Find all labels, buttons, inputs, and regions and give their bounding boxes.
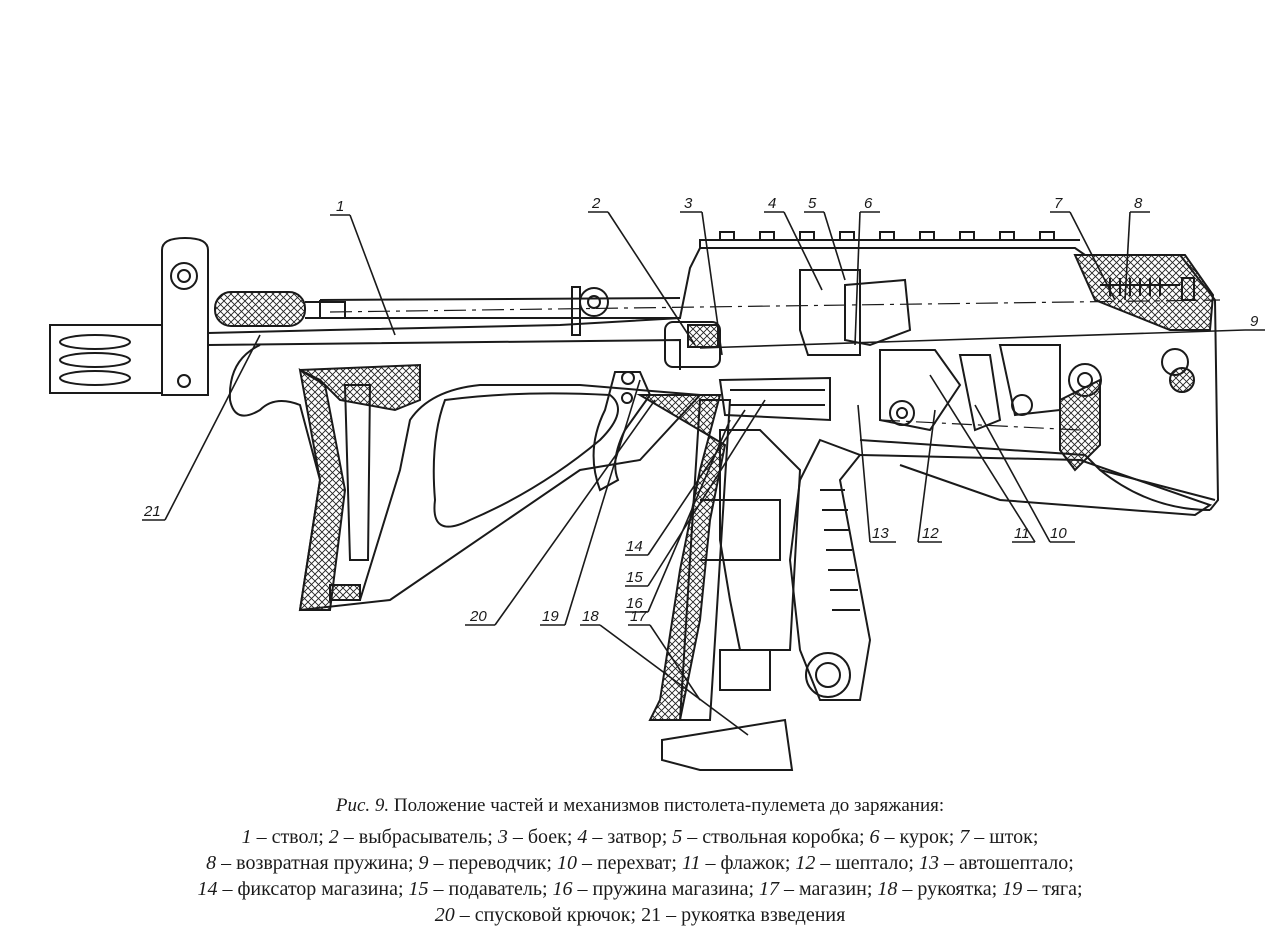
callout-13: 13 — [872, 525, 889, 542]
rear-body — [859, 378, 1213, 517]
legend-text: – тяга; — [1022, 878, 1083, 900]
legend-text: – боек; — [507, 826, 578, 848]
callout-4: 4 — [768, 195, 776, 212]
legend-number: 5 — [672, 826, 683, 848]
legend-line: 1 – ствол; 2 – выбрасыватель; 3 – боек; … — [0, 826, 1280, 849]
legend-text: – затвор; — [587, 826, 673, 848]
callout-16: 16 — [626, 595, 643, 612]
legend-number: 14 — [197, 878, 218, 900]
legend-text: – магазин; — [779, 878, 878, 900]
legend-text: – ствол; — [251, 826, 329, 848]
receiver — [207, 231, 1221, 511]
front-sight — [161, 236, 209, 396]
callout-1: 1 — [336, 198, 344, 215]
callout-20: 20 — [469, 608, 487, 625]
legend-number: 15 — [408, 878, 429, 900]
callout-7: 7 — [1054, 195, 1063, 212]
legend-text: – автошептало; — [938, 852, 1074, 874]
weapon-cross-section-drawing: 1 2 3 4 5 6 7 8 9 10 11 12 13 14 15 16 1… — [49, 195, 1265, 771]
legend-text: – ствольная коробка; — [682, 826, 870, 848]
legend-text: – возвратная пружина; — [216, 852, 419, 874]
callout-12: 12 — [922, 525, 939, 542]
magazine — [636, 394, 794, 771]
legend-text: – шток; — [969, 826, 1039, 848]
legend-number: 17 — [759, 878, 780, 900]
callout-6: 6 — [864, 195, 873, 212]
legend-number: 19 — [1002, 878, 1023, 900]
figure-caption: Рис. 9. Положение частей и механизмов пи… — [0, 795, 1280, 817]
page-number: 15 — [0, 912, 4, 930]
leader-lines — [142, 211, 1265, 736]
callout-10: 10 — [1050, 525, 1067, 542]
legend-number: 6 — [869, 826, 880, 848]
legend-line: 8 – возвратная пружина; 9 – переводчик; … — [0, 852, 1280, 875]
legend-text: – курок; — [879, 826, 960, 848]
legend-text: – фиксатор магазина; — [217, 878, 409, 900]
legend-number: 12 — [795, 852, 816, 874]
legend-line: 20 – спусковой крючок; 21 – рукоятка взв… — [0, 904, 1280, 927]
legend-number: 2 — [328, 826, 339, 848]
callout-17: 17 — [630, 608, 647, 625]
pistol-grip — [719, 429, 872, 701]
return-spring — [1073, 254, 1215, 331]
callout-labels: 1 2 3 4 5 6 7 8 9 10 11 12 13 14 15 16 1… — [143, 195, 1259, 625]
legend-text: – флажок; — [700, 852, 796, 874]
legend-number: 13 — [918, 852, 939, 874]
figure-title: Положение частей и механизмов пистолета-… — [393, 795, 945, 816]
callout-14: 14 — [626, 538, 643, 555]
legend-number: 8 — [206, 852, 217, 874]
callout-3: 3 — [684, 195, 693, 212]
callout-2: 2 — [591, 195, 601, 212]
legend-number: 9 — [418, 852, 429, 874]
callout-18: 18 — [582, 608, 599, 625]
callout-15: 15 — [626, 569, 643, 586]
callout-21: 21 — [143, 503, 161, 520]
legend-text: – выбрасыватель; — [338, 826, 498, 848]
charging-handle — [214, 291, 346, 327]
legend-number: 10 — [556, 852, 577, 874]
legend-number: 20 — [434, 904, 455, 926]
legend-number: 1 — [241, 826, 252, 848]
legend-text: – пружина магазина; — [572, 878, 760, 900]
callout-5: 5 — [808, 195, 817, 212]
legend-number: 11 — [681, 852, 701, 874]
legend-number: 3 — [497, 826, 508, 848]
callout-8: 8 — [1134, 195, 1143, 212]
callout-11: 11 — [1014, 525, 1030, 542]
legend-number: 7 — [959, 826, 970, 848]
legend-text: – спусковой крючок; 21 – рукоятка взведе… — [454, 904, 846, 926]
callout-19: 19 — [542, 608, 559, 625]
legend-text: – перехват; — [576, 852, 682, 874]
legend-number: 18 — [877, 878, 898, 900]
figure-number: Рис. 9. — [335, 795, 390, 816]
folded-stock — [228, 344, 703, 612]
legend-text: – подаватель; — [428, 878, 553, 900]
legend-text: – переводчик; — [428, 852, 557, 874]
legend-text: – шептало; — [815, 852, 919, 874]
legend-number: 4 — [577, 826, 588, 848]
muzzle-device — [49, 324, 163, 394]
trigger-group — [859, 344, 1216, 501]
legend-number: 16 — [552, 878, 573, 900]
callout-9: 9 — [1250, 313, 1259, 330]
legend-line: 14 – фиксатор магазина; 15 – подаватель;… — [0, 878, 1280, 901]
legend-text: – рукоятка; — [897, 878, 1003, 900]
